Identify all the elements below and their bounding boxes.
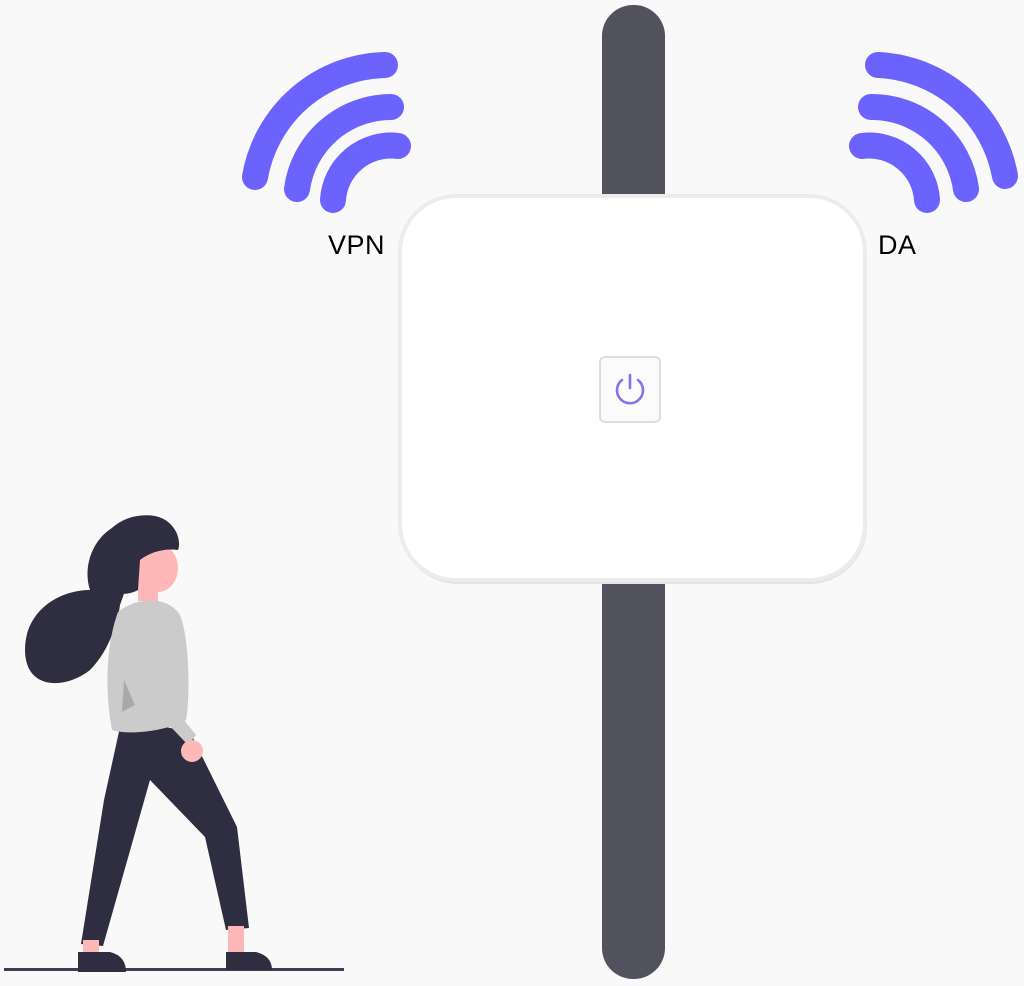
da-label: DA [878, 230, 917, 260]
ground-line [4, 968, 344, 971]
power-icon [615, 373, 645, 405]
vpn-label: VPN [328, 230, 386, 260]
right-signal-waves-icon [849, 52, 1018, 213]
person-figure [25, 515, 272, 972]
power-button[interactable] [599, 356, 661, 423]
left-signal-waves-icon [242, 52, 411, 213]
